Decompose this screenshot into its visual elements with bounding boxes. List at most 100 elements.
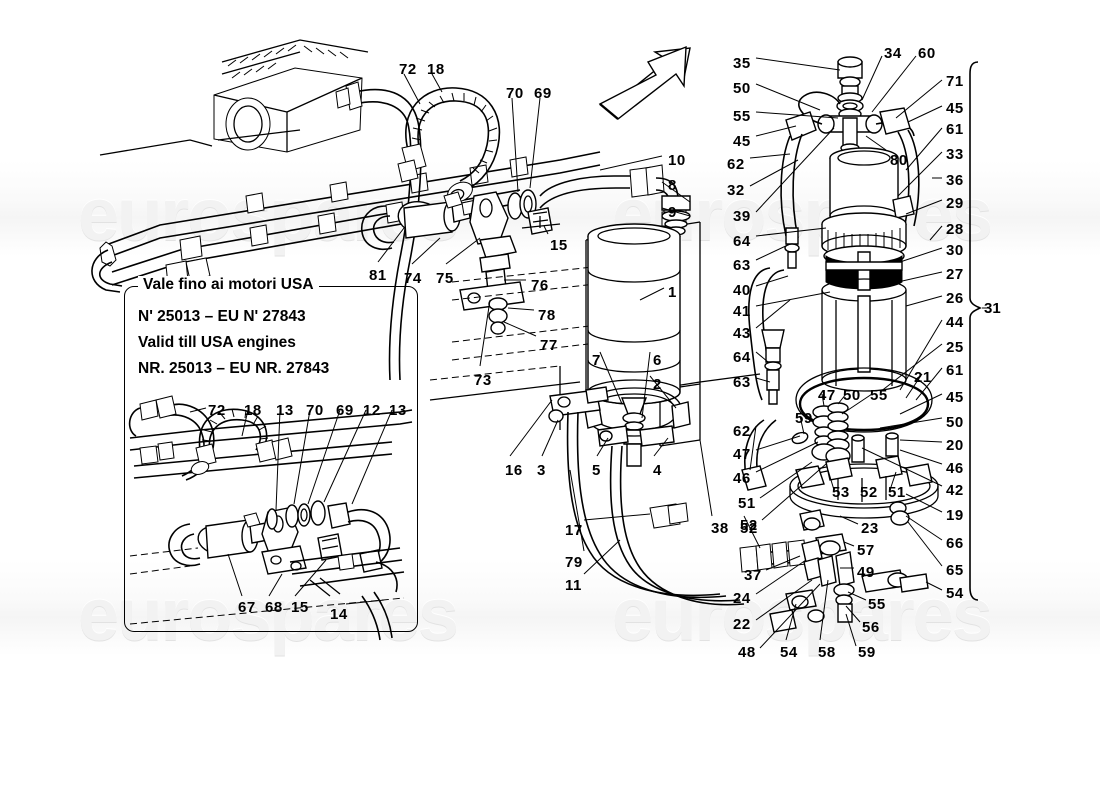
callout-number-57: 57 <box>857 542 875 559</box>
callout-number-54: 54 <box>946 585 964 602</box>
fuel-rail-part <box>91 151 601 293</box>
callout-number-61: 61 <box>946 121 964 138</box>
callout-number-73: 73 <box>474 372 492 389</box>
callout-number-22: 22 <box>733 616 751 633</box>
callout-number-65: 65 <box>946 562 964 579</box>
callout-number-34: 34 <box>884 45 902 62</box>
callout-number-48: 48 <box>738 644 756 661</box>
intake-plenum-part <box>99 39 369 156</box>
callout-number-58: 58 <box>818 644 836 661</box>
note-line-3: NR. 25013 – EU NR. 27843 <box>138 360 330 377</box>
watermark-text: eurospares <box>78 573 459 656</box>
callout-number-62: 62 <box>727 156 745 173</box>
callout-number-80: 80 <box>890 152 908 169</box>
callout-number-54: 54 <box>780 644 798 661</box>
callout-number-62: 62 <box>733 423 751 440</box>
callout-number-44: 44 <box>946 314 964 331</box>
callout-number-59: 59 <box>858 644 876 661</box>
callout-number-30: 30 <box>946 242 964 259</box>
callout-number-64: 64 <box>733 349 751 366</box>
callout-number-60: 60 <box>918 45 936 62</box>
callout-number-61: 61 <box>946 362 964 379</box>
callout-number-45: 45 <box>946 389 964 406</box>
callout-number-77: 77 <box>540 337 558 354</box>
callout-number-50: 50 <box>946 414 964 431</box>
callout-number-50: 50 <box>733 80 751 97</box>
direction-arrow-icon <box>598 45 691 120</box>
pressure-regulator-part <box>361 191 479 250</box>
callout-number-13: 13 <box>276 402 294 419</box>
callout-number-55: 55 <box>870 387 888 404</box>
callout-number-56: 56 <box>862 619 880 636</box>
callout-number-33: 33 <box>946 146 964 163</box>
callout-number-21: 21 <box>914 369 932 386</box>
callout-number-18: 18 <box>244 402 262 419</box>
callout-number-50: 50 <box>843 387 861 404</box>
usa-note-box: Vale fino ai motori USA N' 25013 – EU N'… <box>124 276 418 632</box>
note-box-title: Vale fino ai motori USA <box>138 276 319 294</box>
callout-number-3: 3 <box>537 462 546 479</box>
callout-number-42: 42 <box>946 482 964 499</box>
callout-number-13: 13 <box>389 402 407 419</box>
callout-number-75: 75 <box>436 270 454 287</box>
fuel-pump-assembly <box>741 56 939 633</box>
callout-number-35: 35 <box>733 55 751 72</box>
callout-number-27: 27 <box>946 266 964 283</box>
callout-number-59: 59 <box>795 410 813 427</box>
callout-number-6: 6 <box>653 352 662 369</box>
callout-number-81: 81 <box>369 267 387 284</box>
callout-number-70: 70 <box>506 85 524 102</box>
callout-number-46: 46 <box>733 470 751 487</box>
callout-number-69: 69 <box>534 85 552 102</box>
fuel-filter-part <box>539 164 691 467</box>
callout-number-71: 71 <box>946 73 964 90</box>
callout-number-25: 25 <box>946 339 964 356</box>
callout-number-52: 52 <box>740 520 758 537</box>
callout-number-45: 45 <box>946 100 964 117</box>
callout-number-40: 40 <box>733 282 751 299</box>
callout-number-72: 72 <box>399 61 417 78</box>
callout-number-51: 51 <box>888 484 906 501</box>
callout-number-1: 1 <box>668 284 677 301</box>
callout-number-29: 29 <box>946 195 964 212</box>
callout-number-16: 16 <box>505 462 523 479</box>
callout-number-2: 2 <box>653 376 662 393</box>
callout-number-72: 72 <box>208 402 226 419</box>
leader-lines <box>377 55 988 649</box>
usa-inset-drawing <box>128 395 413 641</box>
callout-number-69: 69 <box>336 402 354 419</box>
callout-number-78: 78 <box>538 307 556 324</box>
callout-number-19: 19 <box>946 507 964 524</box>
callout-number-55: 55 <box>733 108 751 125</box>
callout-number-28: 28 <box>946 221 964 238</box>
callout-number-52: 52 <box>860 484 878 501</box>
callout-number-38: 38 <box>711 520 729 537</box>
callout-number-79: 79 <box>565 554 583 571</box>
callout-number-23: 23 <box>861 520 879 537</box>
callout-number-37: 37 <box>744 567 762 584</box>
callout-number-7: 7 <box>592 352 601 369</box>
callout-number-39: 39 <box>733 208 751 225</box>
callout-number-52: 52 <box>740 517 758 534</box>
note-line-2: Valid till USA engines <box>138 334 296 351</box>
callout-number-17: 17 <box>565 522 583 539</box>
callout-number-74: 74 <box>404 270 422 287</box>
callout-number-63: 63 <box>733 257 751 274</box>
callout-number-11: 11 <box>565 577 582 594</box>
callout-number-43: 43 <box>733 325 751 342</box>
callout-number-24: 24 <box>733 590 751 607</box>
callout-number-70: 70 <box>306 402 324 419</box>
callout-number-9: 9 <box>668 204 677 221</box>
callout-number-68: 68 <box>265 599 283 616</box>
callout-number-63: 63 <box>733 374 751 391</box>
callout-number-47: 47 <box>733 446 751 463</box>
callout-number-12: 12 <box>363 402 381 419</box>
mounting-bracket-part <box>459 189 553 335</box>
callout-number-76: 76 <box>531 277 549 294</box>
fuel-hose-72 <box>335 81 422 381</box>
callout-number-49: 49 <box>857 564 875 581</box>
callout-number-47: 47 <box>818 387 836 404</box>
callout-number-66: 66 <box>946 535 964 552</box>
callout-number-15: 15 <box>550 237 568 254</box>
